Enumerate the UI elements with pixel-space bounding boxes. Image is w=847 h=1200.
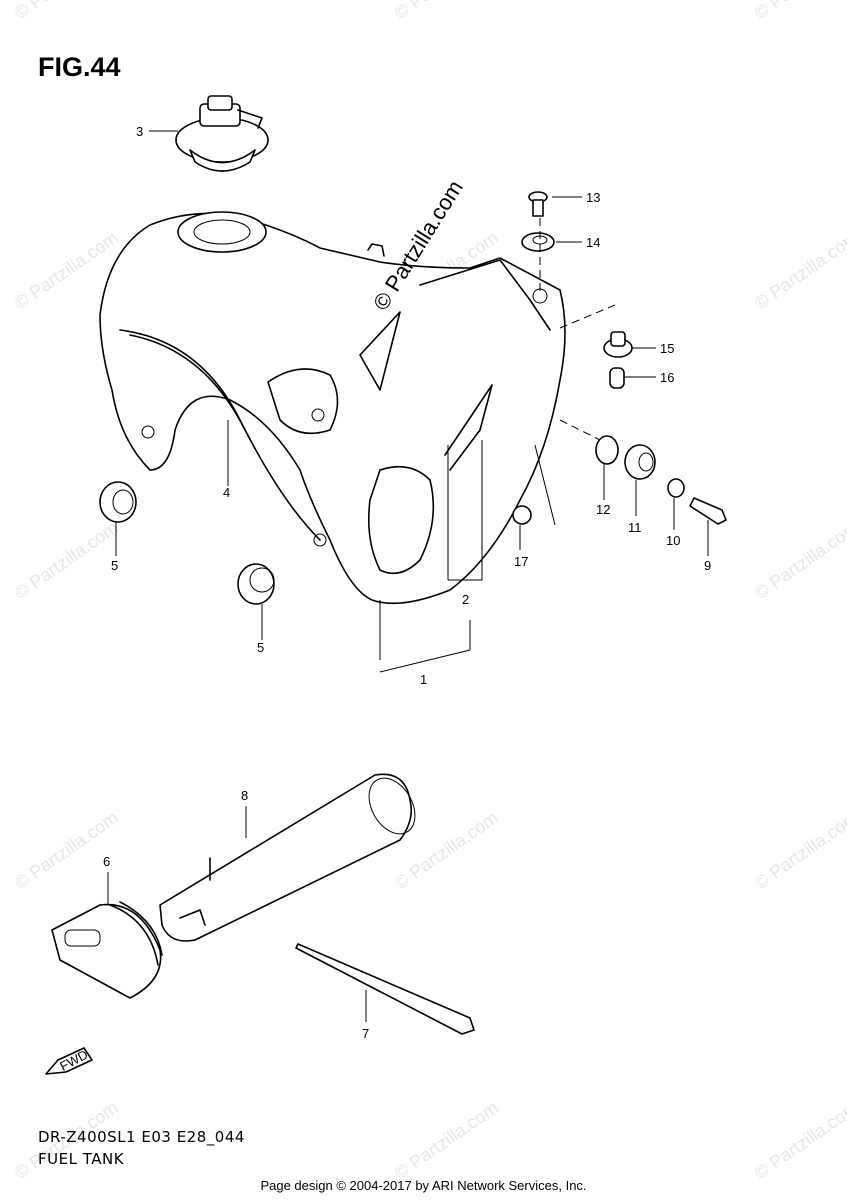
- fuel-tank-part: [99, 211, 566, 605]
- model-code: DR-Z400SL1 E03 E28_044: [38, 1128, 245, 1146]
- watermark-text: © Partzilla.com: [751, 0, 847, 23]
- fuel-cap-part: [175, 95, 269, 172]
- callout-9: 9: [704, 558, 711, 573]
- callout-3: 3: [136, 124, 143, 139]
- callout-7: 7: [362, 1026, 369, 1041]
- watermark-text: © Partzilla.com: [11, 0, 122, 23]
- watermark-text: © Partzilla.com: [391, 0, 502, 23]
- hose-cover-part: [159, 773, 416, 942]
- callout-17: 17: [514, 554, 528, 569]
- svg-text:FWD: FWD: [57, 1047, 90, 1074]
- callout-4: 4: [223, 485, 230, 500]
- callout-11: 11: [628, 520, 642, 535]
- figure-title: FIG.44: [38, 52, 121, 82]
- cable-tie-part: [295, 943, 475, 1035]
- callout-1: 1: [420, 672, 427, 687]
- callout-5-lower: 5: [257, 640, 264, 655]
- callout-labels: 1 2 3 4 5 5 6 7 8 9 10 11 12 13 14 15 16…: [103, 124, 711, 1041]
- callout-12: 12: [596, 502, 610, 517]
- watermark-text: © Partzilla.com: [11, 517, 122, 603]
- watermark-text: © Partzilla.com: [391, 1097, 502, 1183]
- callout-13: 13: [586, 190, 600, 205]
- callout-6: 6: [103, 854, 110, 869]
- callout-8: 8: [241, 788, 248, 803]
- page-footer: Page design © 2004-2017 by ARI Network S…: [260, 1178, 587, 1193]
- hardware-parts: [512, 191, 727, 525]
- cushion-part-lower: [237, 563, 275, 605]
- watermark-text: © Partzilla.com: [751, 227, 847, 313]
- watermark-text: © Partzilla.com: [751, 1097, 847, 1183]
- protector-part: [51, 901, 163, 999]
- watermark-text: © Partzilla.com: [11, 807, 122, 893]
- watermark-text: © Partzilla.com: [751, 807, 847, 893]
- callout-15: 15: [660, 341, 674, 356]
- section-name: FUEL TANK: [38, 1150, 125, 1168]
- cushion-part-upper: [99, 481, 137, 523]
- callout-10: 10: [666, 533, 680, 548]
- forward-arrow-icon: FWD: [45, 1047, 93, 1075]
- callout-5-upper: 5: [111, 558, 118, 573]
- callout-16: 16: [660, 370, 674, 385]
- leader-lines: [107, 130, 709, 1022]
- callout-2: 2: [462, 592, 469, 607]
- watermark-text: © Partzilla.com: [751, 517, 847, 603]
- callout-14: 14: [586, 235, 600, 250]
